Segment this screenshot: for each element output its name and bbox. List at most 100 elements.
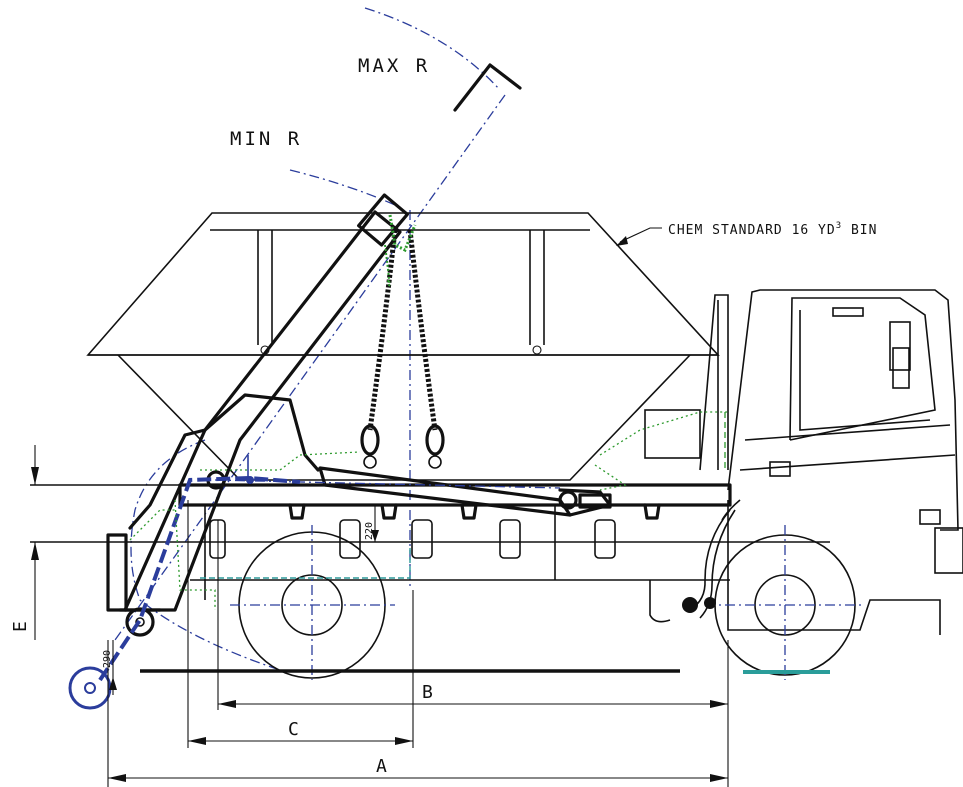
bin-callout-arrow (616, 236, 628, 246)
frame-mount (643, 503, 661, 520)
min-radius-arc (289, 169, 396, 206)
ram-block (578, 493, 612, 509)
alt-arm-upper (200, 451, 361, 471)
arm-swing-line (114, 94, 506, 641)
dim-b-arrow-left (218, 700, 236, 708)
rear-wheel (230, 525, 395, 680)
cab-window (789, 297, 936, 441)
bin-callout-text: CHEM STANDARD 16 YD (668, 223, 836, 238)
cab-step (769, 461, 791, 477)
chain-hook-green-tail (384, 244, 391, 287)
dimension-220 (371, 505, 379, 542)
dimension-290 (109, 640, 117, 695)
dim-220-label: 220 (364, 522, 375, 540)
lowered-ram-centre (214, 479, 561, 489)
dim-290-label: 290 (102, 650, 113, 668)
lifting-arm (123, 193, 612, 612)
rear-stabiliser (106, 533, 128, 612)
alt-headboard-link (599, 411, 728, 456)
chain-shackle-right (425, 424, 445, 456)
cab-bumper (934, 527, 963, 574)
truck-cab (721, 289, 963, 635)
chain-hook-green (388, 214, 417, 253)
dimension-a (107, 640, 729, 787)
dim-220-arrow (371, 530, 379, 542)
dimension-e (31, 445, 39, 640)
bin-callout-superscript: 3 (836, 221, 842, 231)
chassis (30, 294, 830, 600)
cab-mirror (889, 321, 911, 371)
bin-callout-suffix: BIN (842, 223, 877, 238)
cab-handle (832, 307, 864, 317)
front-wheel (705, 525, 865, 680)
min-r-label: MIN R (230, 128, 302, 150)
ram-mount (558, 488, 612, 517)
frame-mount (288, 503, 306, 520)
alt-ram-end (594, 464, 627, 491)
frame-slots (209, 519, 616, 559)
dim-c-arrow-right (395, 737, 413, 745)
hydraulic-tank (644, 409, 701, 459)
bin-callout-label: CHEM STANDARD 16 YD3 BIN (668, 221, 877, 238)
cab-headlight (919, 509, 941, 525)
dim-290-arrow (109, 677, 117, 690)
frame-mounts (288, 503, 661, 520)
cab-lower (727, 500, 941, 635)
lowered-arm-path (98, 475, 301, 682)
radius-arcs (114, 7, 506, 671)
frame-slot (339, 519, 361, 559)
chain-shackle-left (360, 424, 380, 456)
arm-tip (357, 193, 409, 247)
dim-c-arrow-left (188, 737, 206, 745)
teal-box (200, 545, 411, 579)
dim-top-arrow (31, 467, 39, 485)
stabiliser-roller-pin (135, 617, 145, 627)
arm-pivot-bracket (128, 393, 320, 530)
lifting-chains (360, 214, 445, 469)
chain-right (407, 229, 438, 431)
frame-mount (380, 503, 398, 520)
hose-coupling (704, 597, 716, 609)
dim-a-arrow-left (108, 774, 126, 782)
frame-slot (499, 519, 521, 559)
max-r-tip-shape (453, 63, 522, 112)
max-r-label: MAX R (358, 55, 430, 77)
cab-step-line (739, 454, 956, 471)
chain-left (367, 229, 398, 431)
frame-mount (460, 503, 478, 520)
hose-1 (689, 509, 731, 611)
cab-window-inner (799, 310, 931, 431)
dim-e-label: E (10, 621, 31, 632)
lowered-arm-hook (68, 666, 112, 710)
dim-e-arrow-top (31, 542, 39, 560)
frame-slot (411, 519, 433, 559)
bin-outline (86, 212, 720, 356)
cab-outline (727, 289, 959, 531)
max-r-arm-tip (453, 63, 522, 112)
dim-a-label: A (376, 756, 387, 777)
bin-callout (616, 227, 662, 246)
bin-lug-ring-left (363, 455, 377, 469)
hydraulic-ram (318, 466, 572, 517)
hose-coupling (682, 597, 698, 613)
dim-b-arrow-right (710, 700, 728, 708)
max-radius-arc (364, 7, 501, 91)
lower-swing-arc (130, 439, 281, 671)
alt-rear-post (174, 499, 216, 610)
headboard (699, 294, 729, 471)
dim-c-label: C (288, 719, 299, 740)
bin-lug-ring-right (428, 455, 442, 469)
dimension-c (187, 500, 414, 748)
cab-mirror-lower (892, 347, 910, 389)
bin-lower-body (117, 354, 691, 481)
dim-b-label: B (422, 682, 433, 703)
ram-pin (558, 490, 578, 510)
hose-2 (699, 509, 736, 619)
frame-slot (594, 519, 616, 559)
bin-callout-leader (619, 227, 662, 243)
cab-door-line (744, 424, 951, 441)
dim-a-arrow-right (710, 774, 728, 782)
dimension-b (217, 520, 728, 710)
hose-loop (649, 580, 671, 623)
